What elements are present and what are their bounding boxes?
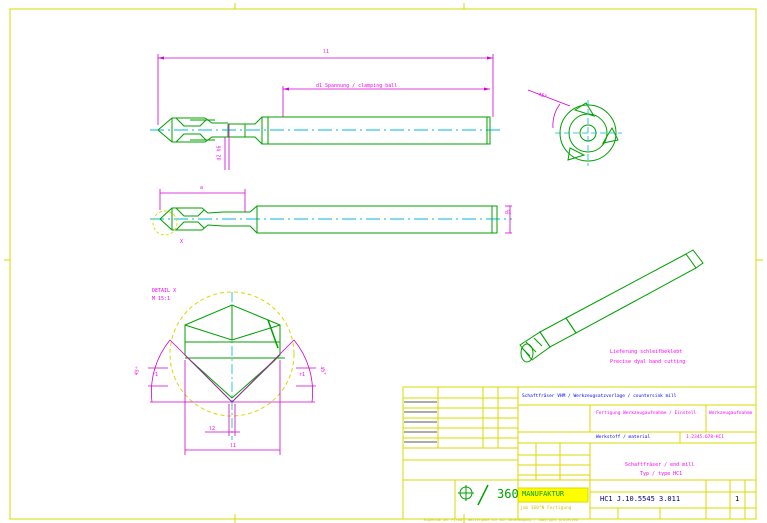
shank-clamping-note: d1 Spannung / clamping ball: [316, 83, 398, 89]
revision-table-rows: [404, 401, 437, 443]
logo-brand: MANUFAKTUR: [522, 490, 565, 498]
detail-x-scale: M 15:1: [152, 296, 171, 302]
view-letter-x: X: [180, 239, 184, 245]
logo-text-360: 360: [497, 487, 519, 501]
tool-end-view: [527, 89, 622, 166]
tool-isometric-view: [519, 249, 704, 363]
dim-a: a: [200, 185, 204, 191]
material-label: Werkstoff / material: [596, 435, 651, 440]
detail-x-title: DETAIL X: [152, 288, 177, 294]
tool-side-view-top: [150, 54, 500, 170]
title-block: [402, 386, 757, 520]
drawing-number: HC1 J.10.5545 3.011: [600, 495, 681, 503]
sheet-number: 1: [735, 495, 740, 503]
logo-subtitle: job 360°N Fertigung: [520, 506, 572, 511]
title-row1: Schaftfräser VHM / Werkzeugsatzvorlage /…: [522, 394, 677, 399]
title-row2-right: Werkzeugaufnahme: [709, 411, 753, 416]
part-type: Typ / type HC1: [640, 471, 683, 477]
drawing-frame: [4, 3, 763, 523]
isometric-note-2: Precise dyal band cutting: [610, 359, 686, 365]
detail-dim-left: r1: [152, 372, 159, 378]
detail-dim-right: r1: [299, 372, 306, 378]
tool-side-view-middle: [150, 189, 512, 236]
isometric-note-1: Lieferung schleifbeklebt: [610, 349, 683, 355]
title-row2-left: Fertigung Werkzeugaufnahme / Einstell: [596, 411, 697, 416]
detail-dim-bottom-1: l2: [209, 426, 216, 432]
detail-dim-bottom-2: l1: [230, 443, 237, 449]
dim-overall-length: l1: [323, 49, 330, 55]
logo-mark: [458, 484, 589, 506]
part-title: Schaftfräser / end mill: [625, 462, 695, 468]
dim-d-right: d1: [505, 210, 512, 216]
footer-copyright: Eigentum der Firma - Weitergabe nur mit …: [424, 518, 578, 522]
dim-diameter-side: d2 h6: [216, 145, 223, 161]
detail-x-view: [148, 291, 316, 455]
drawing-code: 1.2345.678-HC1: [686, 435, 724, 440]
